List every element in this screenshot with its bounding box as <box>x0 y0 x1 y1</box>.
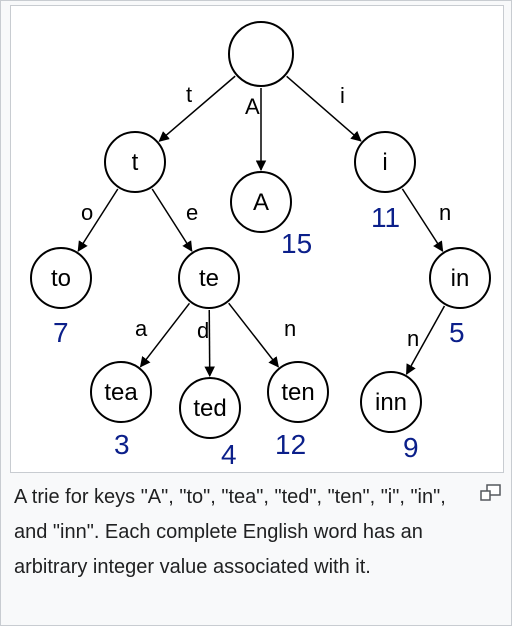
trie-node-value-in: 5 <box>449 317 465 348</box>
trie-node-A <box>230 171 292 233</box>
trie-node-i <box>354 131 416 193</box>
trie-edge-label-root-i: i <box>340 83 345 108</box>
trie-edge-te-ten <box>228 302 279 368</box>
trie-edge-label-te-ted: d <box>197 318 209 343</box>
trie-node-label-in: in <box>451 265 470 292</box>
trie-edge-t-te <box>151 188 193 252</box>
figure-caption: A trie for keys "A", "to", "tea", "ted",… <box>14 486 446 578</box>
trie-edge-label-t-to: o <box>81 200 93 225</box>
trie-node-label-ten: ten <box>281 379 314 406</box>
trie-node-te <box>178 247 240 309</box>
trie-node-inn <box>360 371 422 433</box>
trie-node-label-te: te <box>199 265 219 292</box>
trie-node-value-tea: 3 <box>114 429 130 460</box>
trie-node-label-A: A <box>253 189 269 216</box>
trie-node-value-inn: 9 <box>403 432 419 463</box>
trie-node-value-i: 11 <box>371 202 400 233</box>
trie-edge-label-in-inn: n <box>407 326 419 351</box>
trie-node-in <box>429 247 491 309</box>
trie-edge-i-in <box>401 188 444 253</box>
trie-node-root <box>228 21 294 87</box>
trie-edge-in-inn <box>405 305 446 375</box>
trie-node-value-to: 7 <box>53 317 69 348</box>
trie-node-tea <box>90 361 152 423</box>
trie-node-t <box>104 131 166 193</box>
trie-edge-label-te-tea: a <box>135 316 148 341</box>
trie-edge-te-ted <box>204 309 215 378</box>
trie-edge-t-to <box>77 188 119 252</box>
trie-edge-label-root-A: A <box>245 94 260 119</box>
trie-node-label-i: i <box>382 149 387 176</box>
trie-node-to <box>30 247 92 309</box>
trie-node-value-A: 15 <box>281 228 312 259</box>
trie-edge-label-i-in: n <box>439 200 451 225</box>
trie-edge-label-t-te: e <box>186 200 198 225</box>
trie-edge-label-root-t: t <box>186 82 192 107</box>
trie-edge-te-tea <box>139 302 191 368</box>
trie-node-ted <box>179 377 241 439</box>
trie-edge-label-te-ten: n <box>284 316 296 341</box>
trie-edge-root-t <box>158 75 236 142</box>
trie-edge-root-i <box>286 75 362 142</box>
trie-node-label-tea: tea <box>104 379 138 406</box>
trie-node-label-ted: ted <box>193 395 226 422</box>
trie-node-label-t: t <box>132 149 139 176</box>
enlarge-icon[interactable] <box>480 484 502 502</box>
trie-node-label-inn: inn <box>375 389 407 416</box>
trie-node-ten <box>267 361 329 423</box>
trie-node-label-to: to <box>51 265 71 292</box>
trie-node-value-ten: 12 <box>275 429 306 460</box>
trie-node-value-ted: 4 <box>221 439 237 470</box>
